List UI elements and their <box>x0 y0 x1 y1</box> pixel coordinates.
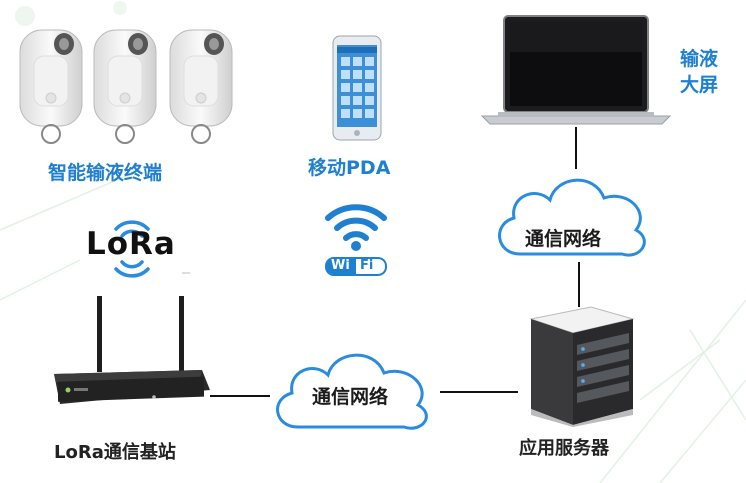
cloud-top-label: 通信网络 <box>525 228 602 250</box>
router-icon <box>54 296 210 404</box>
connector-cloud-server <box>578 262 580 307</box>
cloud-bottom-label: 通信网络 <box>312 386 389 408</box>
wifi-fi-text: Fi <box>360 258 374 273</box>
cloud-icon-top <box>498 178 646 257</box>
cloud-icon-bottom <box>276 353 428 430</box>
connector-router-cloud <box>210 395 270 397</box>
infusion-terminal-icon <box>19 29 233 144</box>
terminal-label: 智能输液终端 <box>48 162 163 184</box>
lora-logo-icon <box>114 220 190 278</box>
connector-cloud-server-bottom <box>440 391 518 393</box>
laptop-icon <box>480 15 672 125</box>
server-rack-icon <box>529 306 635 427</box>
screen-label-line2: 大屏 <box>680 74 719 96</box>
server-label: 应用服务器 <box>519 438 609 459</box>
wifi-icon <box>325 204 387 276</box>
connector-laptop-cloud <box>575 127 577 169</box>
pda-label: 移动PDA <box>308 157 391 179</box>
wifi-wi-text: Wi <box>331 258 350 273</box>
base-station-label: LoRa通信基站 <box>54 442 176 463</box>
screen-label-line1: 输液 <box>680 48 719 70</box>
lora-logo-text: LoRa <box>86 226 176 262</box>
pda-phone-icon <box>332 35 382 141</box>
